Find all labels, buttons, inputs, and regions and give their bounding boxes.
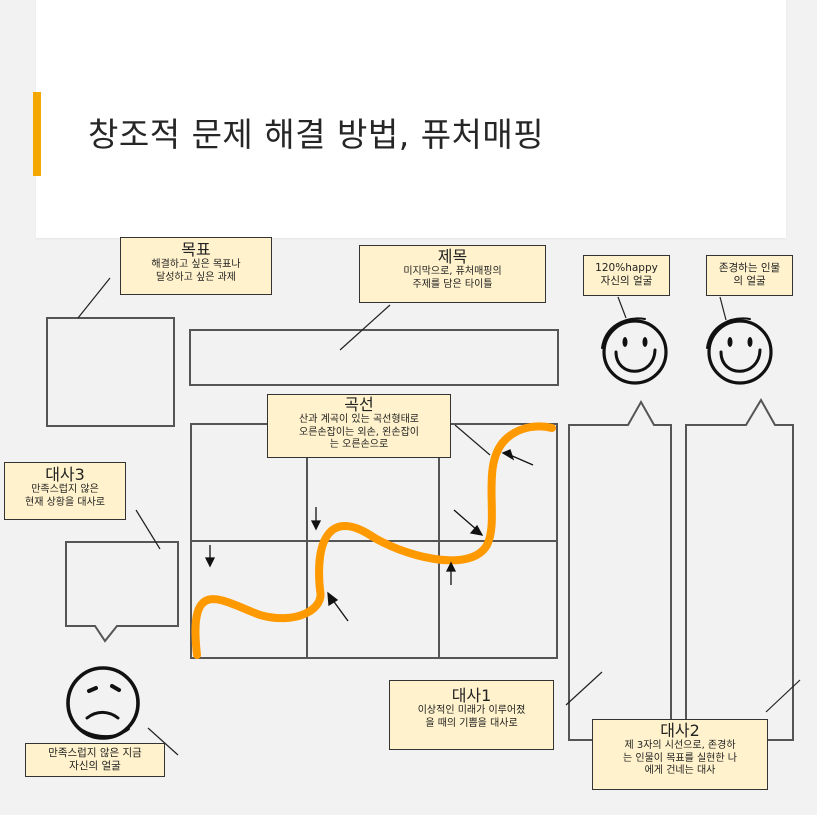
leader-unhappy-face	[147, 727, 179, 756]
dialogue1-note: 대사1 이상적인 미래가 이루어졌 을 때의 기쁨을 대사로	[389, 680, 554, 750]
dialogue3-note: 대사3 만족스럽지 않은 현재 상황을 대사로	[4, 462, 126, 520]
leader-goal	[77, 277, 111, 319]
arrow-icon	[445, 561, 457, 585]
dialogue1-bubble	[568, 399, 672, 741]
leader-respected-face	[719, 296, 727, 321]
leader-dialogue2	[765, 679, 801, 713]
leader-curve	[454, 424, 491, 456]
arrow-icon	[204, 545, 216, 568]
curve-note: 곡선 산과 계곡이 있는 곡선형태로 오른손잡이는 외손, 왼손잡이 는 오른손…	[267, 394, 451, 458]
leader-dialogue1	[565, 671, 603, 706]
title-card	[36, 0, 786, 238]
future-curve	[191, 422, 556, 659]
respected-face-note: 존경하는 인물 의 얼굴	[706, 255, 793, 296]
arrow-icon	[327, 591, 349, 622]
dialogue2-bubble	[685, 398, 794, 741]
goal-note: 목표 해결하고 싶은 목표나 달성하고 싶은 과제	[120, 237, 272, 295]
arrow-icon	[310, 507, 322, 531]
slide-title: 창조적 문제 해결 방법, 퓨처매핑	[88, 115, 545, 154]
unhappy-face-note: 만족스럽지 않은 지금 자신의 얼굴	[25, 743, 165, 777]
title-note: 제목 미지막으로, 퓨처매핑의 주제를 담은 타이틀	[359, 245, 546, 303]
dialogue2-note: 대사2 제 3자의 시선으로, 존경하 는 인물이 목표를 실현한 나 에게 건…	[592, 719, 768, 790]
leader-happy-face	[617, 296, 627, 319]
dialogue3-bubble	[65, 541, 179, 643]
title-accent-bar	[33, 92, 41, 176]
respected-face-icon	[706, 317, 773, 385]
goal-box	[46, 317, 175, 427]
happy-face-icon	[601, 317, 668, 385]
leader-title	[339, 304, 391, 351]
arrow-icon	[501, 449, 534, 466]
leader-dialogue3	[135, 509, 161, 550]
title-box	[189, 329, 559, 386]
arrow-icon	[453, 509, 484, 536]
unhappy-face-icon	[66, 666, 140, 740]
happy-face-note: 120%happy 자신의 얼굴	[583, 255, 670, 296]
